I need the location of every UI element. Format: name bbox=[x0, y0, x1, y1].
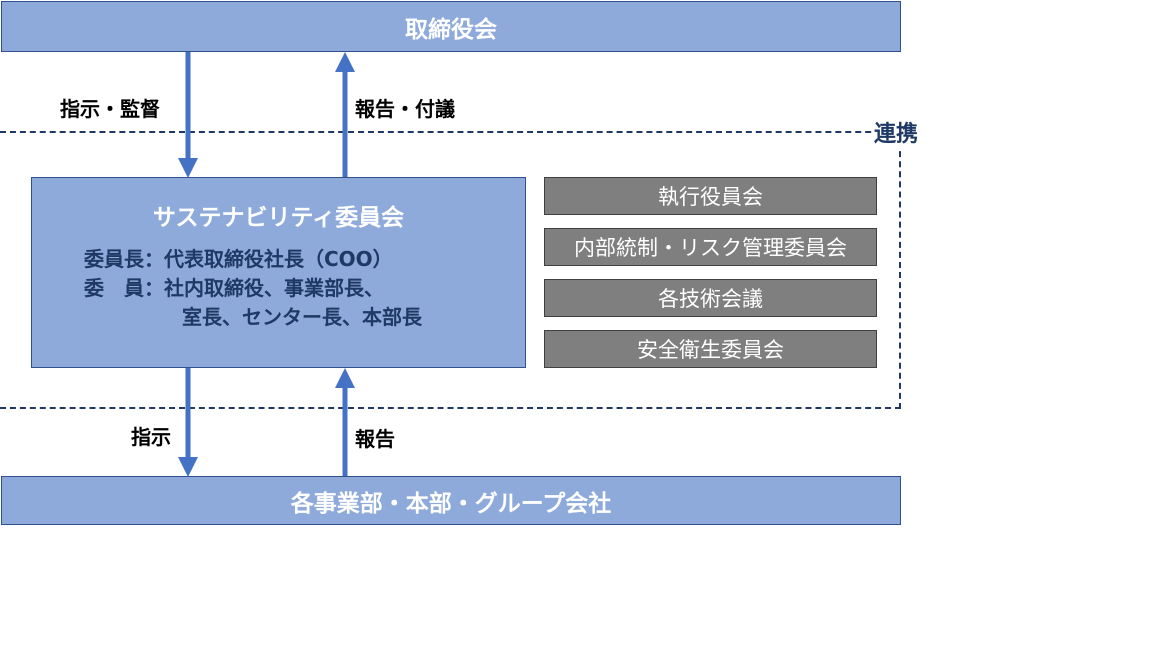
technical-meetings-box: 各技術会議 bbox=[544, 279, 877, 317]
report-label: 報告 bbox=[355, 427, 395, 451]
collaboration-label: 連携 bbox=[872, 120, 921, 150]
committee-members-line-continued: 室長、センター長、本部長 bbox=[182, 305, 422, 329]
collaboration-frame bbox=[0, 131, 901, 409]
board-of-directors-label: 取締役会 bbox=[405, 16, 497, 43]
health-safety-committee-box: 安全衛生委員会 bbox=[544, 330, 877, 368]
sustainability-committee-box: サステナビリティ委員会 委員長：代表取締役社長（COO） 委 員：社内取締役、事… bbox=[31, 177, 526, 368]
report-propose-label: 報告・付議 bbox=[355, 97, 455, 121]
business-divisions-box: 各事業部・本部・グループ会社 bbox=[1, 476, 901, 525]
committee-chair-line: 委員長：代表取締役社長（COO） bbox=[84, 247, 393, 271]
business-divisions-label: 各事業部・本部・グループ会社 bbox=[290, 490, 612, 517]
committee-members-line: 委 員：社内取締役、事業部長、 bbox=[84, 276, 384, 300]
internal-control-risk-committee-box: 内部統制・リスク管理委員会 bbox=[544, 228, 877, 266]
executive-officers-committee-box: 執行役員会 bbox=[544, 177, 877, 215]
instruct-supervise-label: 指示・監督 bbox=[60, 97, 160, 121]
board-of-directors-box: 取締役会 bbox=[1, 1, 901, 52]
sustainability-committee-title: サステナビリティ委員会 bbox=[152, 205, 405, 231]
instruct-label: 指示 bbox=[131, 425, 171, 449]
